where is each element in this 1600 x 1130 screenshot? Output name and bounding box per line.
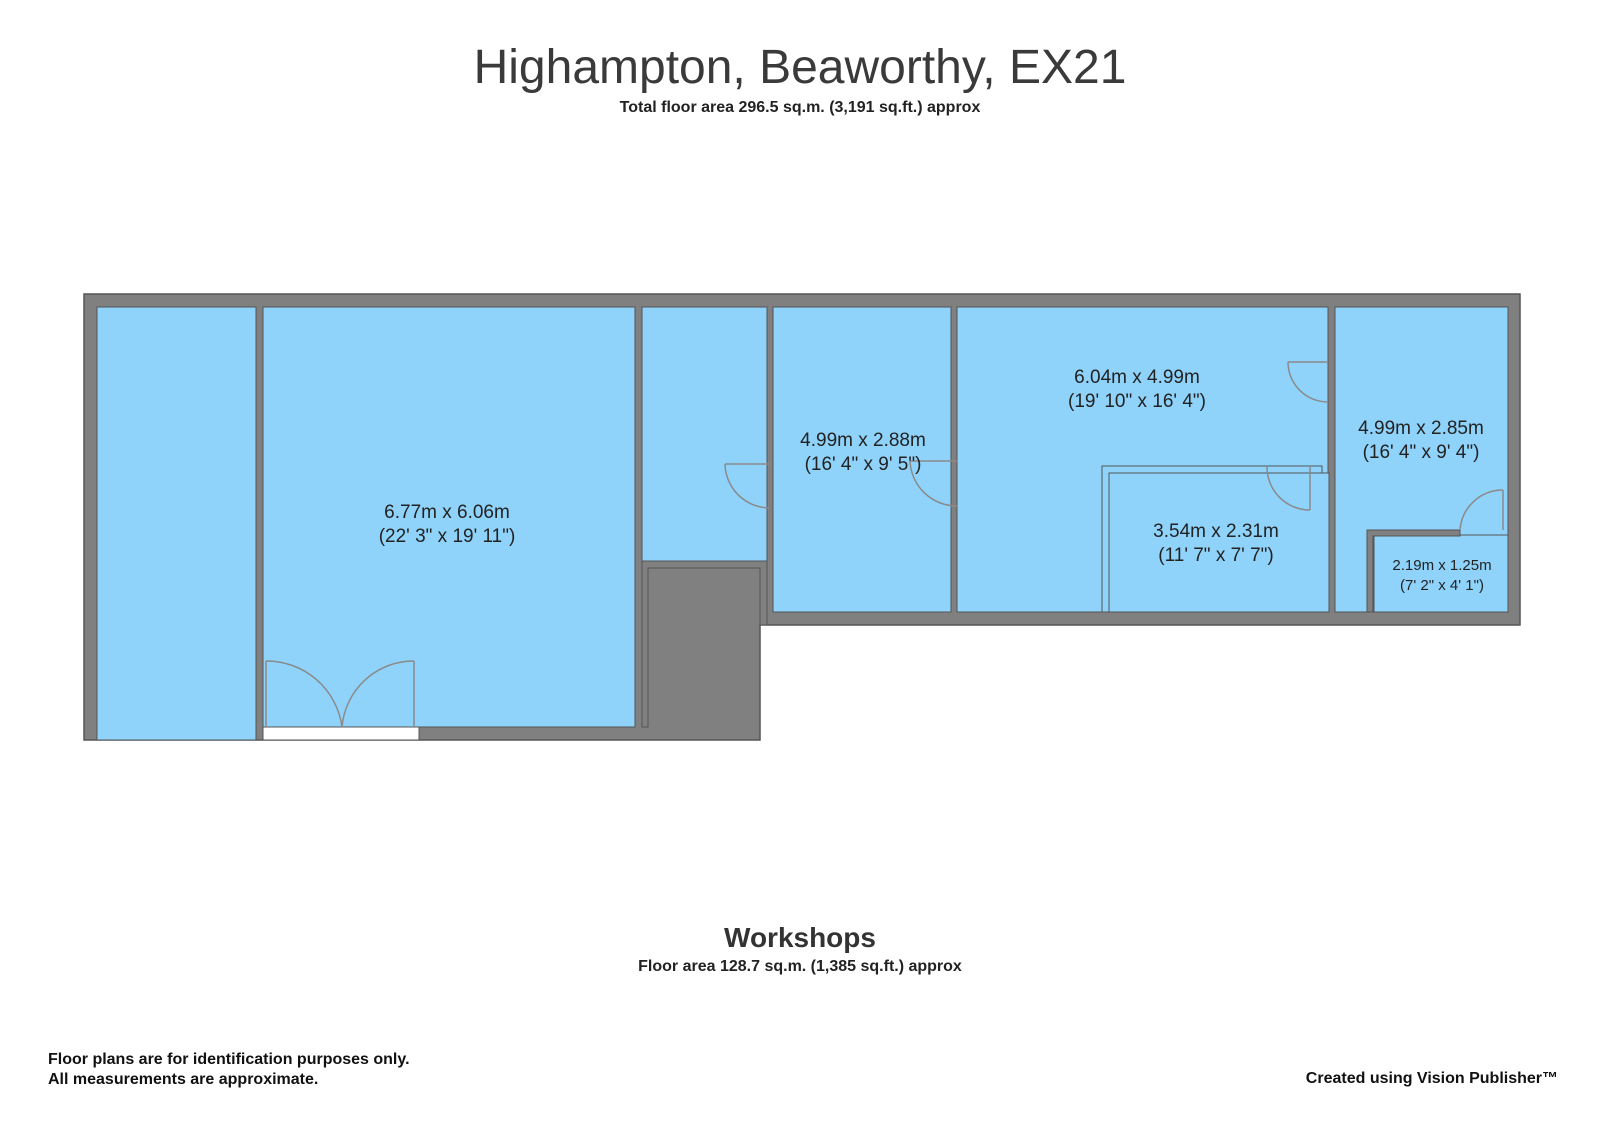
disclaimer-line-2: All measurements are approximate.: [48, 1071, 319, 1088]
room-corridor-left: [96, 306, 257, 741]
disclaimer-line-1: Floor plans are for identification purpo…: [48, 1051, 410, 1068]
room-label-closet-imperial: (7' 2" x 4' 1"): [1400, 577, 1484, 594]
room-label-ws5-imperial: (11' 7" x 7' 7"): [1158, 545, 1273, 566]
door-arc-icon: [724, 361, 1504, 531]
room-closet: [1373, 534, 1509, 613]
room-workshop-2: [772, 306, 952, 613]
room-label-ws3-imperial: (19' 10" x 16' 4"): [1068, 391, 1206, 412]
floor-area: Floor area 128.7 sq.m. (1,385 sq.ft.) ap…: [638, 958, 962, 975]
room-label-ws3-metric: 6.04m x 4.99m: [1074, 367, 1200, 388]
room-workshop-5: [1108, 472, 1330, 613]
room-small-store: [641, 306, 768, 562]
room-label-main-imperial: (22' 3" x 19' 11"): [379, 526, 516, 547]
total-floor-area: Total floor area 296.5 sq.m. (3,191 sq.f…: [619, 99, 981, 116]
room-main-workshop: [262, 306, 636, 728]
double-door-icon: [265, 660, 415, 728]
room-label-ws4-metric: 4.99m x 2.85m: [1358, 418, 1484, 439]
room-label-ws4-imperial: (16' 4" x 9' 4"): [1363, 442, 1480, 463]
floor-name: Workshops: [724, 922, 876, 953]
room-label-main-metric: 6.77m x 6.06m: [384, 502, 510, 523]
double-door-opening: [262, 726, 420, 741]
room-label-closet-metric: 2.19m x 1.25m: [1392, 557, 1491, 574]
room-label-ws2-metric: 4.99m x 2.88m: [800, 430, 926, 451]
plan-title: Highampton, Beaworthy, EX21: [473, 41, 1127, 94]
software-credit: Created using Vision Publisher™: [1305, 1070, 1558, 1087]
room-label-ws5-metric: 3.54m x 2.31m: [1153, 521, 1279, 542]
wall-notch: [641, 560, 768, 728]
room-label-ws2-imperial: (16' 4" x 9' 5"): [805, 454, 922, 475]
